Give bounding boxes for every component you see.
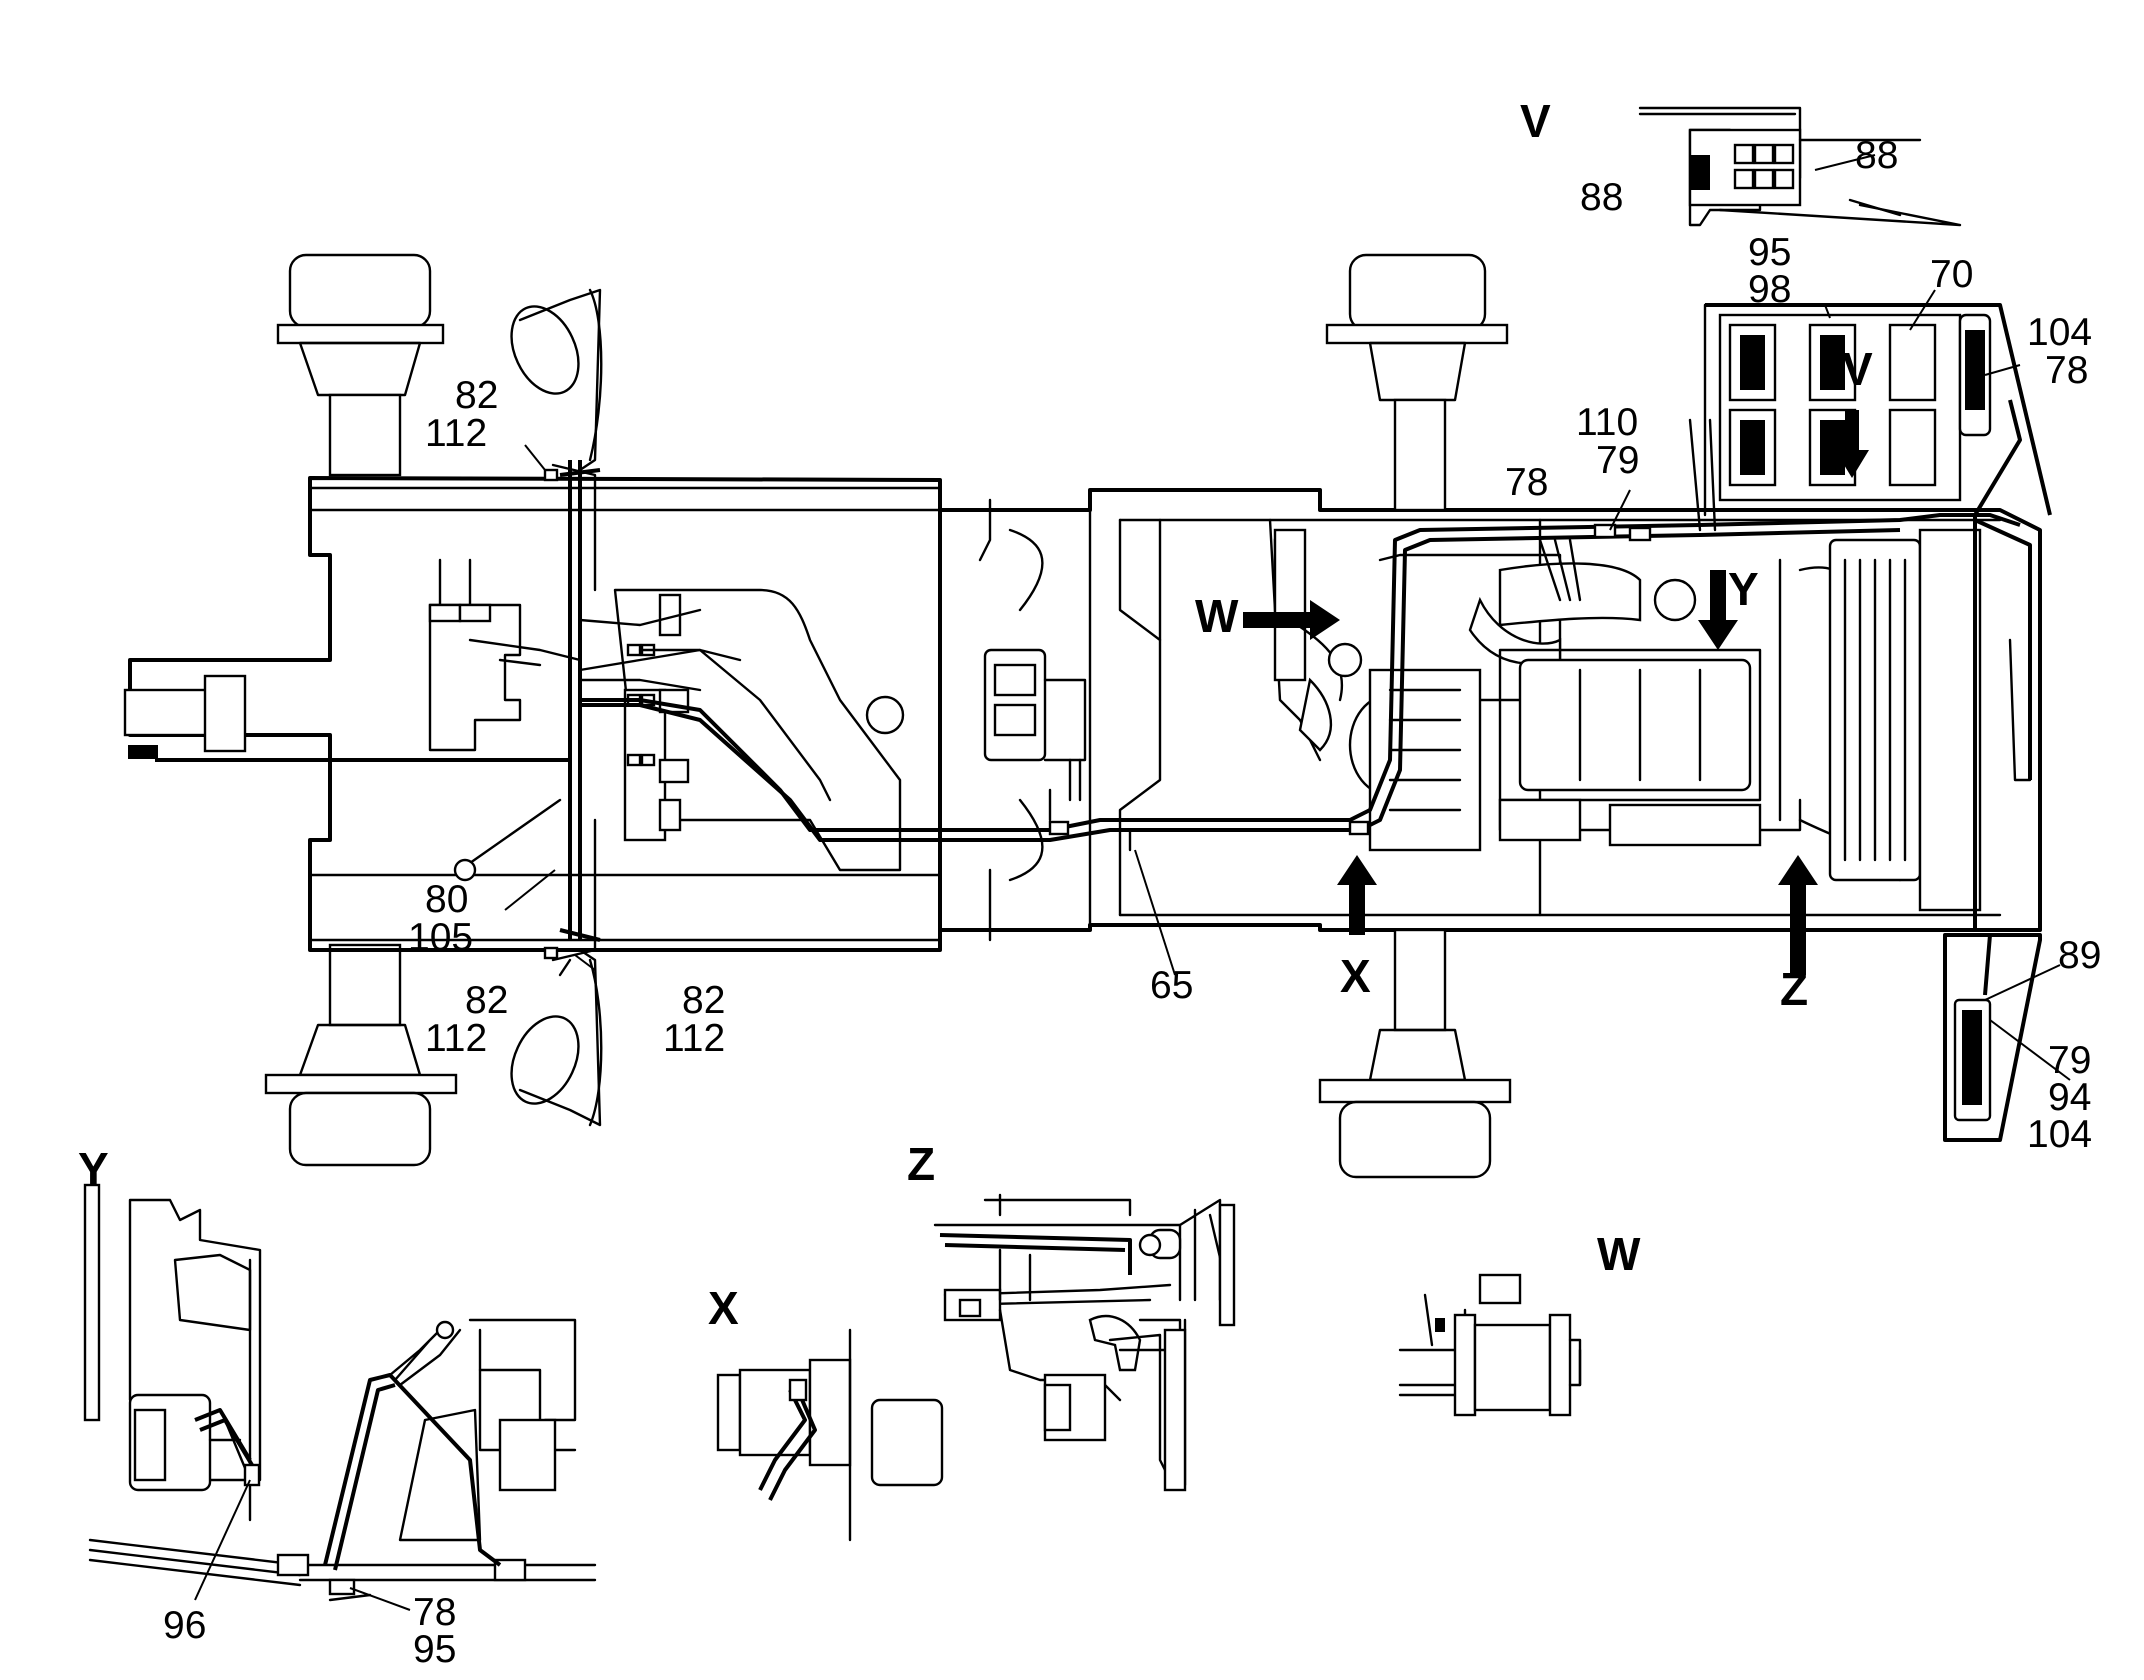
svg-text:82: 82: [682, 979, 725, 1022]
chassis-top-view: W X Z Y V: [123, 154, 2071, 1179]
callout-88-left: 88: [1580, 176, 1623, 219]
rear-wheel-lower: [1318, 928, 1512, 1179]
arrow-w-label: W: [1195, 590, 1239, 642]
arrow-z-label: Z: [1780, 963, 1808, 1015]
leader-lines: [504, 154, 2071, 1081]
svg-text:80: 80: [425, 878, 468, 921]
callout-110-79: 110 79: [1576, 401, 1639, 482]
callout-79-94-104: 79 94 104: [2027, 1039, 2092, 1156]
arrow-w-icon: [1243, 600, 1340, 640]
view-title-y: Y: [78, 1143, 109, 1195]
view-arrows-main: [1243, 410, 1869, 975]
svg-text:105: 105: [408, 916, 473, 959]
rear-light-lower: [1943, 933, 2042, 1142]
svg-text:70: 70: [1930, 253, 1973, 296]
front-left-wheel-upper: [276, 253, 445, 477]
svg-text:79: 79: [1596, 439, 1639, 482]
detail-w: [1398, 1273, 1582, 1417]
rear-wheel-upper: [1325, 253, 1509, 512]
svg-text:94: 94: [2048, 1076, 2091, 1119]
svg-text:65: 65: [1150, 964, 1193, 1007]
svg-text:98: 98: [1748, 268, 1791, 311]
svg-text:79: 79: [2048, 1039, 2091, 1082]
callout-70: 70: [1930, 253, 1973, 296]
detail-x: [716, 1328, 944, 1542]
svg-text:112: 112: [663, 1017, 725, 1060]
svg-text:95: 95: [413, 1628, 456, 1671]
mirror-lower: [510, 948, 603, 1127]
callout-89: 89: [2058, 934, 2101, 977]
svg-text:112: 112: [425, 412, 487, 455]
arrow-x-icon: [1337, 855, 1377, 935]
detail-v: [1638, 106, 1962, 227]
callout-80-105: 80 105: [408, 878, 473, 959]
mirror-upper: [510, 288, 603, 472]
engine: [1273, 528, 1982, 912]
callout-88-right: 88: [1855, 134, 1898, 177]
svg-text:110: 110: [1576, 401, 1638, 444]
svg-text:104: 104: [2027, 1113, 2092, 1156]
arrow-x-label: X: [1340, 950, 1371, 1002]
front-bumper: [123, 688, 212, 737]
callout-82-112-top-left: 82 112: [425, 374, 498, 455]
svg-text:95: 95: [1748, 231, 1791, 274]
view-title-x: X: [708, 1282, 739, 1334]
callout-82-112-bottom-right: 82 112: [663, 979, 725, 1060]
callout-78-95: 78 95: [349, 1587, 456, 1671]
view-title-z: Z: [907, 1138, 935, 1190]
detail-z: [933, 1193, 1236, 1492]
callout-82-112-bottom-left: 82 112: [425, 979, 508, 1060]
svg-text:82: 82: [465, 979, 508, 1022]
wire-harness: [155, 399, 2032, 996]
svg-text:89: 89: [2058, 934, 2101, 977]
arrow-v-icon: [1835, 410, 1869, 478]
svg-text:104: 104: [2027, 311, 2092, 354]
arrow-v-label: V: [1842, 343, 1873, 395]
callout-65: 65: [1150, 964, 1193, 1007]
midship-components: [983, 618, 1363, 802]
svg-text:88: 88: [1580, 176, 1623, 219]
detail-y: [83, 1183, 597, 1602]
svg-text:112: 112: [425, 1017, 487, 1060]
view-title-v: V: [1520, 95, 1551, 147]
cab-outline: [128, 476, 942, 952]
chassis-frame: [938, 488, 2042, 942]
callout-96: 96: [163, 1479, 251, 1647]
svg-text:82: 82: [455, 374, 498, 417]
arrow-z-icon: [1778, 855, 1818, 975]
view-title-w: W: [1597, 1228, 1641, 1280]
front-left-wheel-lower: [264, 943, 458, 1167]
svg-text:88: 88: [1855, 134, 1898, 177]
callout-104-78: 104 78: [2027, 311, 2092, 392]
arrow-y-label: Y: [1728, 563, 1759, 615]
arrow-y-icon: [1698, 570, 1738, 650]
callout-78-top: 78: [1505, 461, 1548, 504]
svg-text:78: 78: [1505, 461, 1548, 504]
battery-box: [1703, 303, 2052, 517]
svg-text:96: 96: [163, 1604, 206, 1647]
svg-text:78: 78: [2045, 349, 2088, 392]
svg-text:78: 78: [413, 1591, 456, 1634]
callout-95-98: 95 98: [1748, 231, 1791, 311]
